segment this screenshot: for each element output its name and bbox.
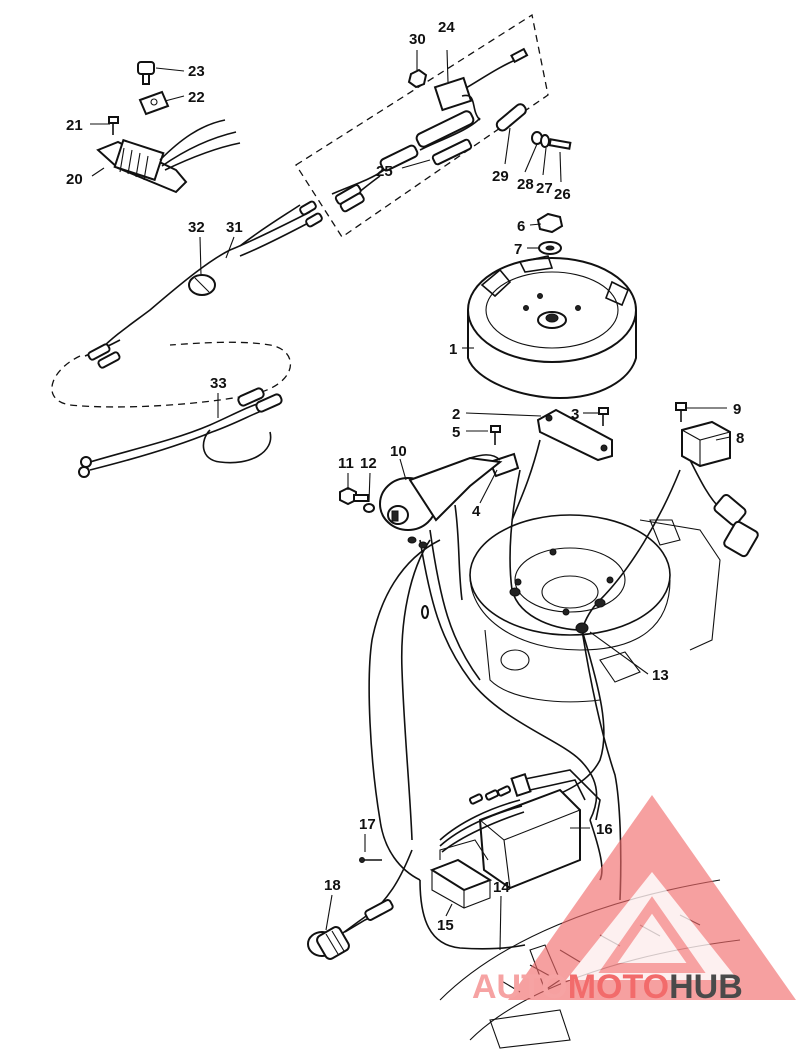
part-switch-box-16 <box>478 769 601 890</box>
callout-33: 33 <box>210 375 227 392</box>
callout-10: 10 <box>390 443 407 460</box>
callout-23: 23 <box>188 63 205 80</box>
part-stator-coil-20 <box>96 119 241 194</box>
callout-16: 16 <box>596 821 613 838</box>
callout-30: 30 <box>409 31 426 48</box>
callout-8: 8 <box>736 430 744 447</box>
part-bracket-15 <box>429 839 493 909</box>
watermark-text-hub: HUB <box>669 968 743 1006</box>
part-screw-3 <box>598 407 609 426</box>
dashed-group-box <box>295 13 549 238</box>
callout-31: 31 <box>226 219 243 236</box>
wiring <box>339 439 681 950</box>
callout-5: 5 <box>452 424 460 441</box>
part-bracket-2 <box>536 408 613 462</box>
callout-15: 15 <box>437 917 454 934</box>
part-clamp-22 <box>138 90 170 116</box>
part-screw-5 <box>490 425 501 445</box>
part-ignition-coil-10 <box>379 454 503 531</box>
part-nut-6 <box>536 212 564 234</box>
callout-29: 29 <box>492 168 509 185</box>
part-stator-plate <box>469 514 721 703</box>
callout-7: 7 <box>514 241 522 258</box>
part-screw-21 <box>108 116 119 135</box>
callout-9: 9 <box>733 401 741 418</box>
part-trigger-8 <box>681 420 759 558</box>
part-nut-30 <box>407 68 428 89</box>
part-washer-12 <box>363 503 375 513</box>
callout-28: 28 <box>517 176 534 193</box>
part-screw-23 <box>137 61 155 85</box>
callout-26: 26 <box>554 186 571 203</box>
part-bolt-11 <box>339 486 369 506</box>
logo-triangle-inner <box>566 872 738 980</box>
part-bracket-29 <box>495 103 572 150</box>
callout-13: 13 <box>652 667 669 684</box>
callout-14: 14 <box>493 879 510 896</box>
callout-6: 6 <box>517 218 525 235</box>
callout-11: 11 <box>338 455 354 472</box>
callout-25: 25 <box>376 163 393 180</box>
part-fuse-holder <box>331 110 481 213</box>
callout-12: 12 <box>360 455 377 472</box>
leader-lines <box>90 49 731 951</box>
callout-3: 3 <box>571 406 579 423</box>
callout-labels: 23 22 21 20 24 30 25 29 28 27 26 31 32 3… <box>66 19 744 934</box>
callout-24: 24 <box>438 19 455 36</box>
watermark-text-auto: AUTO <box>472 968 568 1006</box>
part-flywheel <box>467 255 637 400</box>
part-pin-17 <box>359 857 382 863</box>
callout-20: 20 <box>66 171 83 188</box>
part-rectifier <box>433 47 529 121</box>
part-harness-33 <box>78 387 283 478</box>
watermark-logo <box>508 795 796 1000</box>
callout-27: 27 <box>536 180 553 197</box>
callout-17: 17 <box>359 816 376 833</box>
callout-21: 21 <box>66 117 83 134</box>
callout-18: 18 <box>324 877 341 894</box>
callout-1: 1 <box>449 341 457 358</box>
callout-2: 2 <box>452 406 460 423</box>
part-screw-9 <box>675 402 687 422</box>
part-harness-31 <box>84 200 323 369</box>
part-connector-18 <box>307 899 394 960</box>
callout-4: 4 <box>472 503 481 520</box>
callout-32: 32 <box>188 219 205 236</box>
watermark-text-moto: MOTO <box>568 968 669 1006</box>
harness-bundle <box>439 785 525 853</box>
callout-22: 22 <box>188 89 205 106</box>
watermark-text: AUTOMOTOHUB <box>472 968 743 1006</box>
